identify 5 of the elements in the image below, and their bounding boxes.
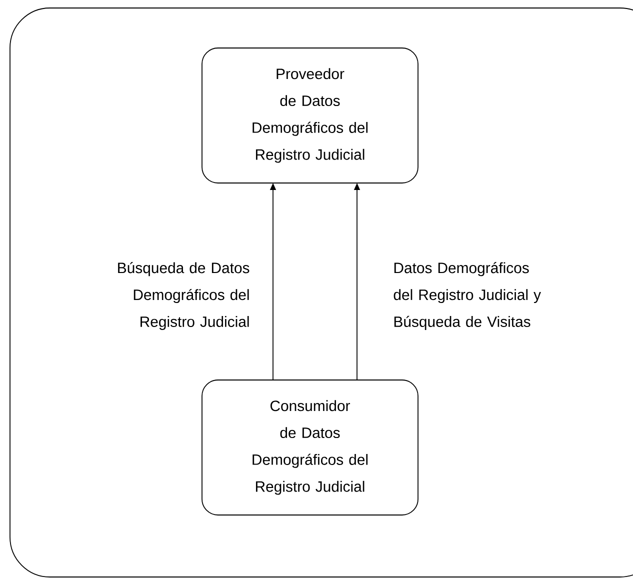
process-box: Proveedor de Datos Demográficos del Registro Judicial xyxy=(202,48,418,184)
process-box: Consumidor de Datos Demográficos del Registro Judicial xyxy=(202,380,418,516)
edge-label: Datos Demográficos del Registro Judicial y Búsqueda de Visitas xyxy=(394,262,541,330)
edge-label: Búsqueda de Datos Demográficos del Registro Judicial xyxy=(118,262,250,330)
frame-box xyxy=(10,8,633,578)
